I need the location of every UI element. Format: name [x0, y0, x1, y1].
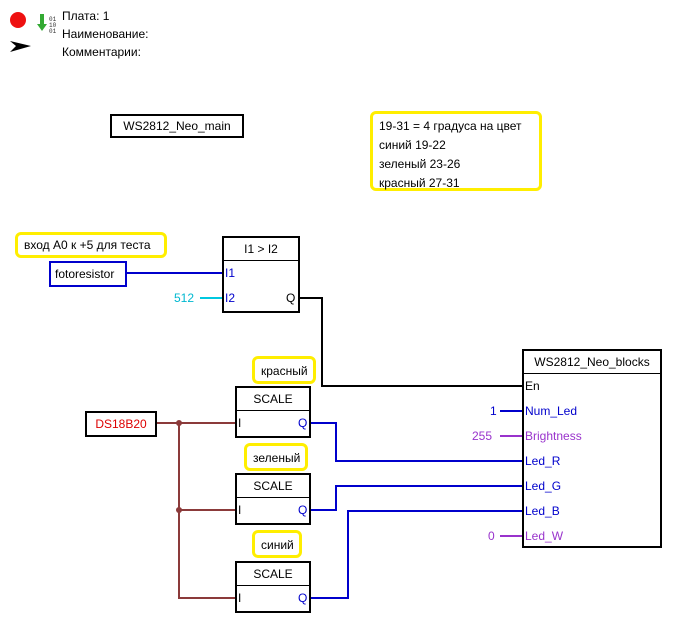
caption-blue[interactable]: синий — [252, 530, 302, 558]
caption-green-text: зеленый — [253, 451, 301, 465]
const-led-w[interactable]: 0 — [488, 529, 495, 543]
scale-block-green[interactable]: SCALE — [235, 473, 311, 525]
const-512[interactable]: 512 — [174, 291, 195, 305]
scale-in-pin[interactable]: I — [238, 503, 242, 517]
scale-title: SCALE — [237, 563, 309, 586]
scale-q-pin[interactable]: Q — [298, 591, 308, 605]
junction-dot — [176, 420, 182, 426]
svg-text:01: 01 — [49, 16, 57, 23]
wire-scale2-led-g — [310, 485, 524, 511]
caption-red[interactable]: красный — [252, 356, 316, 384]
wire-q-en — [298, 297, 524, 387]
neo-title: WS2812_Neo_blocks — [524, 351, 660, 374]
neo-pin-led-g[interactable]: Led_G — [525, 479, 562, 493]
note-color-ranges[interactable]: 19-31 = 4 градуса на цвет синий 19-22 зе… — [370, 111, 542, 191]
program-name: WS2812_Neo_main — [123, 119, 231, 133]
scale-in-pin[interactable]: I — [238, 416, 242, 430]
const-num-led[interactable]: 1 — [490, 404, 497, 418]
ds18b20-label: DS18B20 — [95, 417, 147, 431]
wire-bus-vertical — [178, 423, 237, 599]
ds18b20-input-block[interactable]: DS18B20 — [85, 411, 157, 437]
fotoresistor-label: fotoresistor — [55, 267, 115, 281]
name-label: Наименование: — [62, 27, 149, 41]
scale-title: SCALE — [237, 388, 309, 411]
neo-pin-led-w[interactable]: Led_W — [525, 529, 564, 543]
comparator-title: I1 > I2 — [224, 238, 298, 261]
wire-scale3-led-b — [310, 510, 524, 599]
neo-pin-brightness[interactable]: Brightness — [525, 429, 582, 443]
program-name-box[interactable]: WS2812_Neo_main — [110, 114, 244, 138]
wire-scale1-led-r — [310, 422, 524, 462]
svg-text:01: 01 — [49, 28, 57, 35]
comments-label: Комментарии: — [62, 45, 141, 59]
caption-green[interactable]: зеленый — [244, 443, 308, 471]
caption-blue-text: синий — [261, 538, 294, 552]
note-line: красный 27-31 — [379, 176, 460, 190]
scale-block-red[interactable]: SCALE — [235, 386, 311, 438]
red-dot-icon[interactable] — [10, 12, 26, 28]
note-line: синий 19-22 — [379, 138, 446, 152]
svg-text:10: 10 — [49, 22, 57, 29]
scale-q-pin[interactable]: Q — [298, 416, 308, 430]
neo-pin-num-led[interactable]: Num_Led — [525, 404, 578, 418]
scale-title: SCALE — [237, 475, 309, 498]
comparator-in2-pin[interactable]: I2 — [225, 291, 236, 305]
note-line: зеленый 23-26 — [379, 157, 461, 171]
download-binary-icon[interactable]: 01 10 01 — [36, 14, 60, 36]
scale-in-pin[interactable]: I — [238, 591, 242, 605]
comparator-in1-pin[interactable]: I1 — [225, 266, 236, 280]
comparator-block[interactable]: I1 > I2 — [222, 236, 300, 313]
neo-pin-led-r[interactable]: Led_R — [525, 454, 561, 468]
const-brightness[interactable]: 255 — [472, 429, 493, 443]
comparator-q-pin[interactable]: Q — [286, 291, 296, 305]
note-test-input[interactable]: вход A0 к +5 для теста — [15, 232, 167, 258]
note-line: 19-31 = 4 градуса на цвет — [379, 119, 522, 133]
note-test-text: вход A0 к +5 для теста — [24, 238, 151, 252]
scale-block-blue[interactable]: SCALE — [235, 561, 311, 613]
fotoresistor-input-block[interactable]: fotoresistor — [49, 261, 127, 287]
neo-blocks-block[interactable]: WS2812_Neo_blocks — [522, 349, 662, 548]
neo-pin-en[interactable]: En — [525, 379, 540, 393]
neo-pin-led-b[interactable]: Led_B — [525, 504, 560, 518]
junction-dot — [176, 507, 182, 513]
arrow-pointer-icon[interactable] — [10, 40, 32, 54]
board-label: Плата: 1 — [62, 9, 110, 23]
scale-q-pin[interactable]: Q — [298, 503, 308, 517]
caption-red-text: красный — [261, 364, 308, 378]
